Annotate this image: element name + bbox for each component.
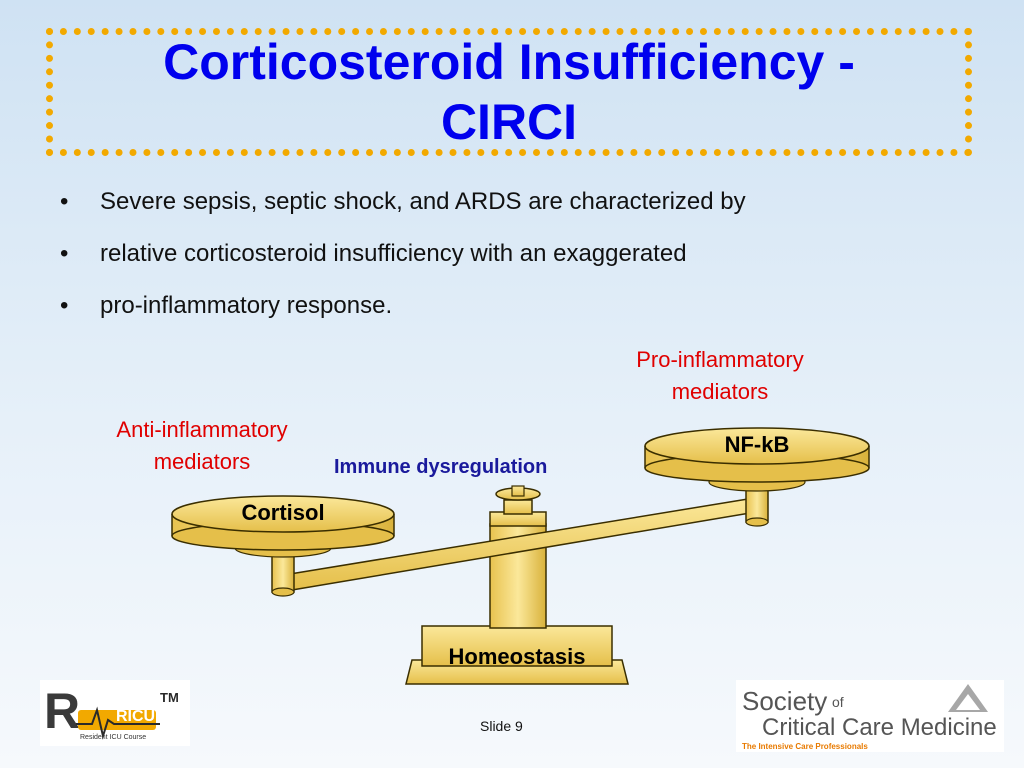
immune-dysregulation-label: Immune dysregulation	[334, 456, 548, 478]
anti-inflammatory-line-2: mediators	[153, 449, 251, 474]
anti-inflammatory-line-1: Anti-inflammatory	[116, 417, 288, 442]
sccm-logo-of: of	[832, 694, 844, 710]
bullet-list: • Severe sepsis, septic shock, and ARDS …	[60, 182, 746, 338]
anti-inflammatory-caption: Anti-inflammatory mediators	[70, 414, 334, 478]
ricu-logo-main: RICU	[116, 708, 156, 725]
sccm-logo: Society of Critical Care Medicine The In…	[736, 680, 1004, 752]
bullet-text: pro-inflammatory response.	[100, 292, 393, 319]
slide-number: Slide 9	[480, 718, 523, 734]
sccm-logo-tagline: The Intensive Care Professionals	[742, 742, 868, 751]
cortisol-label: Cortisol	[241, 500, 325, 525]
right-plate	[644, 427, 870, 492]
svg-text:R: R	[44, 683, 80, 739]
bullet-text: Severe sepsis, septic shock, and ARDS ar…	[100, 188, 746, 215]
ricu-logo: R RICU TM Resident ICU Course	[40, 680, 190, 746]
slide-title: Corticosteroid Insufficiency - CIRCI	[163, 32, 855, 152]
scale-column	[489, 485, 547, 629]
pro-inflammatory-caption: Pro-inflammatory mediators	[590, 344, 850, 408]
scale-base	[405, 625, 629, 685]
bullet-item: • Severe sepsis, septic shock, and ARDS …	[60, 182, 746, 234]
title-line-1: Corticosteroid Insufficiency -	[163, 34, 855, 90]
title-box: Corticosteroid Insufficiency - CIRCI	[46, 28, 972, 156]
sccm-triangle-icon	[948, 684, 988, 712]
ricu-logo-subtitle: Resident ICU Course	[80, 734, 147, 741]
title-line-2: CIRCI	[440, 94, 578, 150]
pro-inflammatory-line-1: Pro-inflammatory	[636, 347, 804, 372]
left-plate	[171, 495, 395, 558]
sccm-logo-name: Critical Care Medicine	[762, 714, 997, 741]
homeostasis-label: Homeostasis	[448, 644, 586, 669]
ricu-logo-tm: TM	[160, 690, 179, 705]
bullet-marker: •	[60, 240, 69, 267]
bullet-item: • pro-inflammatory response.	[60, 286, 746, 338]
pro-inflammatory-line-2: mediators	[671, 379, 769, 404]
bullet-marker: •	[60, 188, 69, 215]
nf-kb-label: NF-kB	[724, 432, 790, 457]
sccm-logo-society: Society	[742, 686, 828, 716]
bullet-marker: •	[60, 292, 69, 319]
ricu-logo-graphic: R	[44, 683, 160, 740]
bullet-text: relative corticosteroid insufficiency wi…	[100, 240, 687, 267]
bullet-item: • relative corticosteroid insufficiency …	[60, 234, 746, 286]
